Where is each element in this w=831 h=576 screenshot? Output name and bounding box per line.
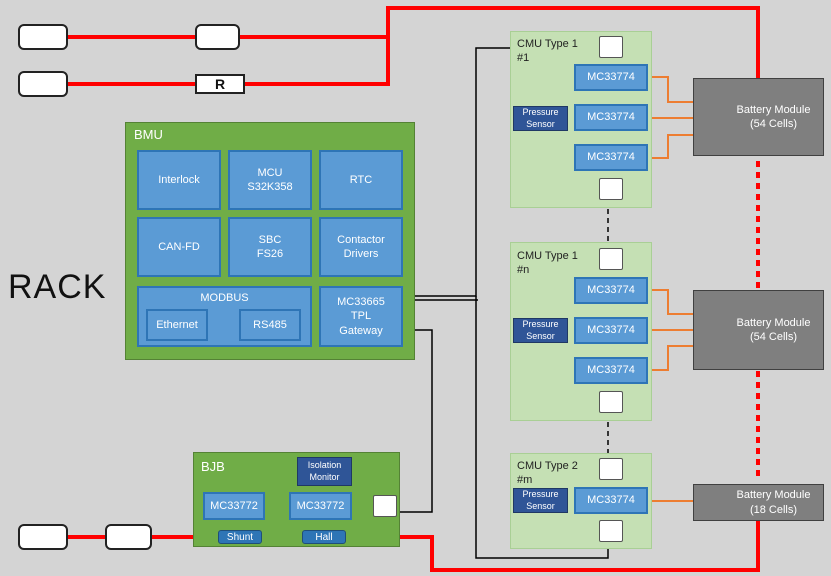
cell-tap: [648, 345, 694, 371]
transformer-icon: [599, 36, 623, 58]
cmu-chip: MC33774: [574, 277, 648, 304]
power-line: [345, 520, 760, 572]
transformer-icon: [599, 458, 623, 480]
pressure-sensor-block: Pressure Sensor: [513, 488, 568, 513]
transformer-icon: [373, 495, 397, 517]
cmu-title: CMU Type 1 #1: [517, 38, 578, 65]
ethernet-block: Ethernet: [146, 309, 208, 341]
cell-tap: [648, 289, 694, 315]
shunt-sensor: Shunt: [218, 530, 262, 544]
tpl-line: [398, 329, 433, 513]
switch-closed: [195, 24, 240, 50]
mcu-block: MCU S32K358: [228, 150, 312, 210]
pressure-sensor-block: Pressure Sensor: [513, 106, 568, 131]
cell-tap: [648, 76, 694, 103]
cmu-chip: MC33774: [574, 317, 648, 344]
switch-open: [18, 71, 68, 97]
rtc-block: RTC: [319, 150, 403, 210]
bjb-title: BJB: [201, 459, 225, 474]
switch-closed: [105, 524, 152, 550]
canfd-block: CAN-FD: [137, 217, 221, 277]
hall-sensor: Hall: [302, 530, 346, 544]
switch-open: [18, 524, 68, 550]
transformer-icon: [599, 520, 623, 542]
transformer-icon: [599, 248, 623, 270]
battery-module: Battery Module (54 Cells): [693, 290, 824, 370]
pressure-sensor-block: Pressure Sensor: [513, 318, 568, 343]
transformer-icon: [599, 391, 623, 413]
rack-label: RACK: [8, 268, 107, 306]
cmu-chip: MC33774: [574, 104, 648, 131]
isolation-monitor-block: Isolation Monitor: [297, 457, 352, 486]
interlock-block: Interlock: [137, 150, 221, 210]
contactor-drivers-block: Contactor Drivers: [319, 217, 403, 277]
tpl-gateway-block: MC33665 TPL Gateway: [319, 286, 403, 347]
switch-open: [18, 24, 68, 50]
sbc-block: SBC FS26: [228, 217, 312, 277]
cell-tap: [648, 134, 694, 159]
cmu-chip: MC33774: [574, 144, 648, 171]
cmu-chip: MC33774: [574, 64, 648, 91]
cmu-chip: MC33774: [574, 487, 648, 514]
battery-label: Battery Module (54 Cells): [736, 316, 811, 343]
bmu-title: BMU: [134, 127, 163, 142]
resistor: R: [195, 74, 245, 94]
bjb-chip-1: MC33772: [203, 492, 265, 520]
bjb-chip-2: MC33772: [289, 492, 352, 520]
battery-module: Battery Module (54 Cells): [693, 78, 824, 156]
power-line: [240, 6, 760, 102]
battery-label: Battery Module (18 Cells): [736, 489, 811, 516]
transformer-icon: [599, 178, 623, 200]
rs485-block: RS485: [239, 309, 301, 341]
power-line: [245, 37, 390, 86]
cmu-title: CMU Type 2 #m: [517, 460, 578, 487]
battery-module: Battery Module (18 Cells): [693, 484, 824, 521]
battery-label: Battery Module (54 Cells): [736, 103, 811, 130]
cmu-title: CMU Type 1 #n: [517, 250, 578, 277]
cmu-chip: MC33774: [574, 357, 648, 384]
